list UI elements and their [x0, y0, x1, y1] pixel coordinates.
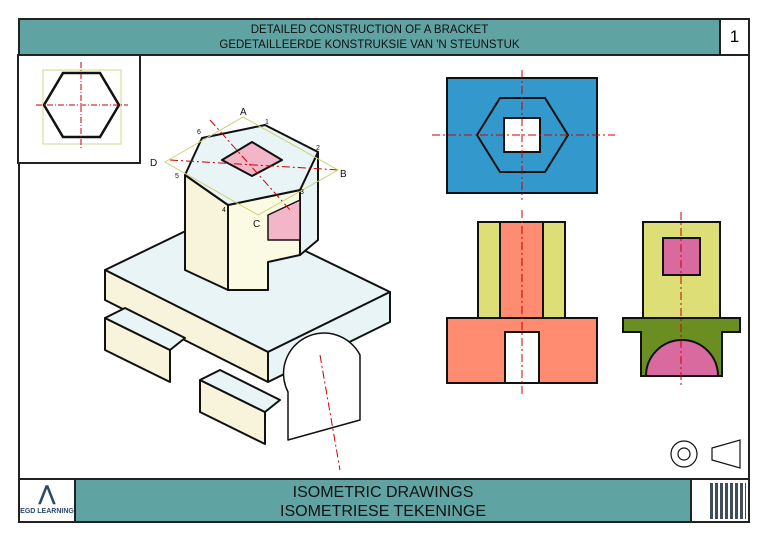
top-view: [432, 70, 615, 200]
isometric-labels: A B C D 1 2 3 4 5 6: [150, 107, 347, 230]
qr-code-icon: [690, 478, 750, 523]
label-A: A: [240, 107, 247, 118]
projection-symbol-icon: [670, 439, 741, 469]
footer-title-english: ISOMETRIC DRAWINGS: [292, 484, 474, 501]
label-C: C: [253, 219, 260, 230]
label-1: 1: [265, 119, 269, 126]
label-3: 3: [300, 189, 304, 196]
isometric-guide-box: [163, 116, 340, 216]
title-block-footer: ISOMETRIC DRAWINGS ISOMETRIESE TEKENINGE: [74, 478, 692, 523]
title-english: DETAILED CONSTRUCTION OF A BRACKET: [250, 24, 489, 36]
logo-text: EGD LEARNING: [20, 508, 74, 515]
title-afrikaans: GEDETAILLEERDE KONSTRUKSIE VAN 'N STEUNS…: [219, 39, 520, 51]
label-5: 5: [175, 173, 179, 180]
label-D: D: [150, 158, 157, 169]
label-B: B: [340, 169, 347, 180]
footer-title-afrikaans: ISOMETRIESE TEKENINGE: [280, 503, 486, 520]
side-view: [622, 212, 741, 385]
sheet-number: 1: [719, 18, 750, 56]
title-block-header: DETAILED CONSTRUCTION OF A BRACKET GEDET…: [18, 18, 721, 56]
isometric-bracket: [104, 124, 391, 445]
label-2: 2: [316, 145, 320, 152]
front-view: [446, 210, 598, 395]
hexagon-construction-inset: [17, 54, 141, 164]
isometric-construction-lines: [169, 119, 341, 471]
compass-icon: ⋀: [38, 483, 56, 505]
label-4: 4: [222, 207, 226, 214]
egd-learning-logo: ⋀ EGD LEARNING: [18, 478, 76, 523]
label-6: 6: [197, 129, 201, 136]
